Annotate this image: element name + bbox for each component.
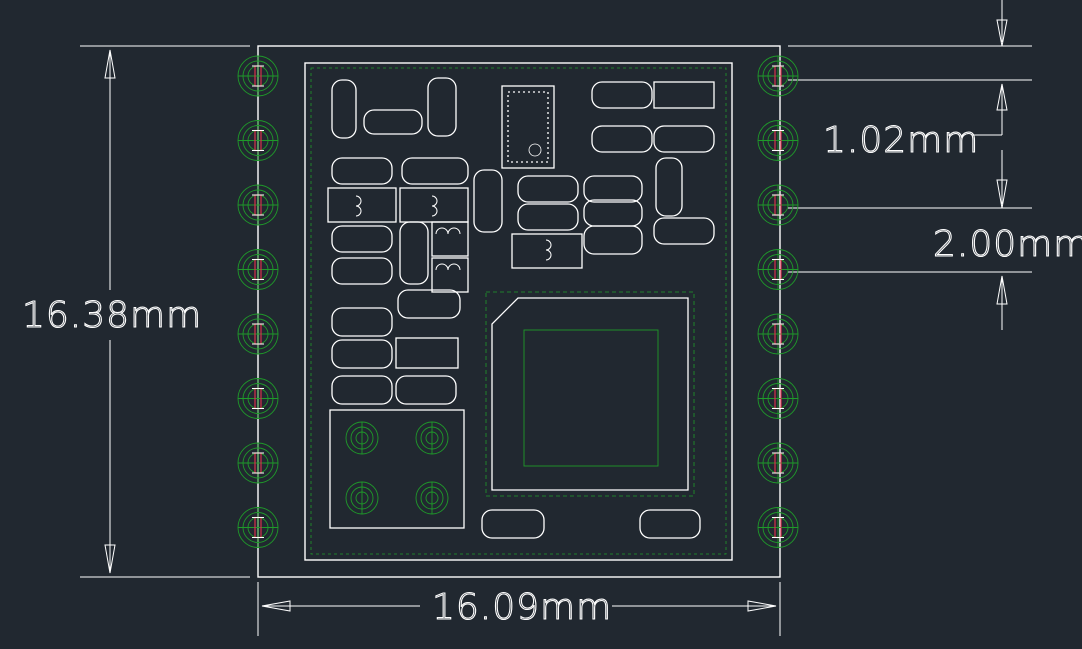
component-c21 bbox=[331, 307, 393, 337]
pad-pitch-dimension-label: 2.00mm bbox=[933, 224, 1082, 265]
right-pad-column bbox=[757, 55, 799, 548]
component-c4 bbox=[591, 81, 653, 109]
thermal-pad-2 bbox=[415, 421, 449, 455]
component-c20 bbox=[397, 289, 461, 319]
component-c23 bbox=[331, 375, 393, 405]
component-r2 bbox=[395, 337, 459, 369]
component-crystal bbox=[501, 85, 555, 169]
component-c5 bbox=[591, 125, 653, 153]
component-c6 bbox=[653, 125, 715, 153]
coil-marks bbox=[355, 195, 552, 271]
castellated-pad-left-3 bbox=[237, 184, 279, 226]
castellated-pad-left-4 bbox=[237, 249, 279, 290]
castellated-pad-right-2 bbox=[757, 120, 799, 161]
component-c9 bbox=[331, 157, 393, 185]
width-dimension-label: 16.09mm bbox=[432, 587, 612, 628]
castellated-pad-right-3 bbox=[757, 184, 799, 226]
component-c2 bbox=[427, 77, 457, 137]
component-c7 bbox=[655, 157, 683, 217]
component-c10 bbox=[401, 157, 469, 185]
castellated-pad-left-5 bbox=[237, 313, 279, 355]
component-c13 bbox=[517, 203, 579, 231]
castellated-pad-right-5 bbox=[757, 313, 799, 355]
component-l4 bbox=[431, 221, 469, 257]
castellated-pad-left-2 bbox=[237, 120, 279, 161]
components bbox=[327, 77, 715, 539]
castellated-pad-right-1 bbox=[757, 55, 799, 97]
component-l3 bbox=[511, 233, 583, 269]
thermal-pad-1 bbox=[345, 421, 379, 455]
height-dimension-label: 16.38mm bbox=[22, 295, 202, 336]
castellated-pad-right-8 bbox=[757, 507, 799, 548]
component-c24 bbox=[395, 375, 457, 405]
component-c25 bbox=[481, 509, 545, 539]
thermal-pad-3 bbox=[345, 481, 379, 515]
thermal-pad-4 bbox=[415, 481, 449, 515]
castellated-pad-right-4 bbox=[757, 249, 799, 290]
inductor-pads bbox=[345, 421, 449, 515]
component-c16 bbox=[583, 225, 643, 255]
module-outline bbox=[257, 45, 781, 578]
castellated-pad-left-8 bbox=[237, 507, 279, 548]
component-large-inductor bbox=[329, 409, 465, 529]
component-l1 bbox=[327, 187, 397, 223]
castellated-pad-right-7 bbox=[757, 442, 799, 484]
component-c14 bbox=[583, 175, 643, 203]
component-l5 bbox=[431, 257, 469, 293]
component-l2 bbox=[399, 187, 469, 223]
component-c26 bbox=[639, 509, 701, 539]
component-c22 bbox=[331, 339, 393, 369]
component-c15 bbox=[583, 199, 643, 227]
castellated-pad-left-1 bbox=[237, 55, 279, 97]
castellated-pad-right-6 bbox=[757, 378, 799, 419]
component-c19 bbox=[399, 221, 429, 285]
component-c8 bbox=[653, 217, 715, 245]
castellated-pad-left-7 bbox=[237, 442, 279, 484]
left-pad-column bbox=[237, 55, 279, 548]
component-main-ic bbox=[491, 297, 689, 491]
component-c1 bbox=[331, 79, 357, 139]
component-c3 bbox=[363, 109, 423, 135]
component-c17 bbox=[331, 225, 393, 253]
component-c11 bbox=[473, 169, 503, 233]
component-c12 bbox=[517, 175, 579, 203]
pad-width-dimension-label: 1.02mm bbox=[823, 120, 979, 161]
castellated-pad-left-6 bbox=[237, 378, 279, 419]
component-r1 bbox=[653, 81, 715, 109]
dimension-lines bbox=[80, 0, 1032, 636]
component-c18 bbox=[331, 257, 393, 285]
